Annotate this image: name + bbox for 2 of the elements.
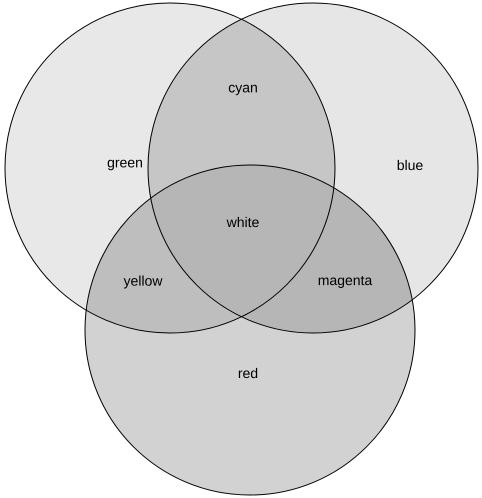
region-label: cyan	[228, 84, 257, 96]
region-label: white	[226, 216, 259, 228]
